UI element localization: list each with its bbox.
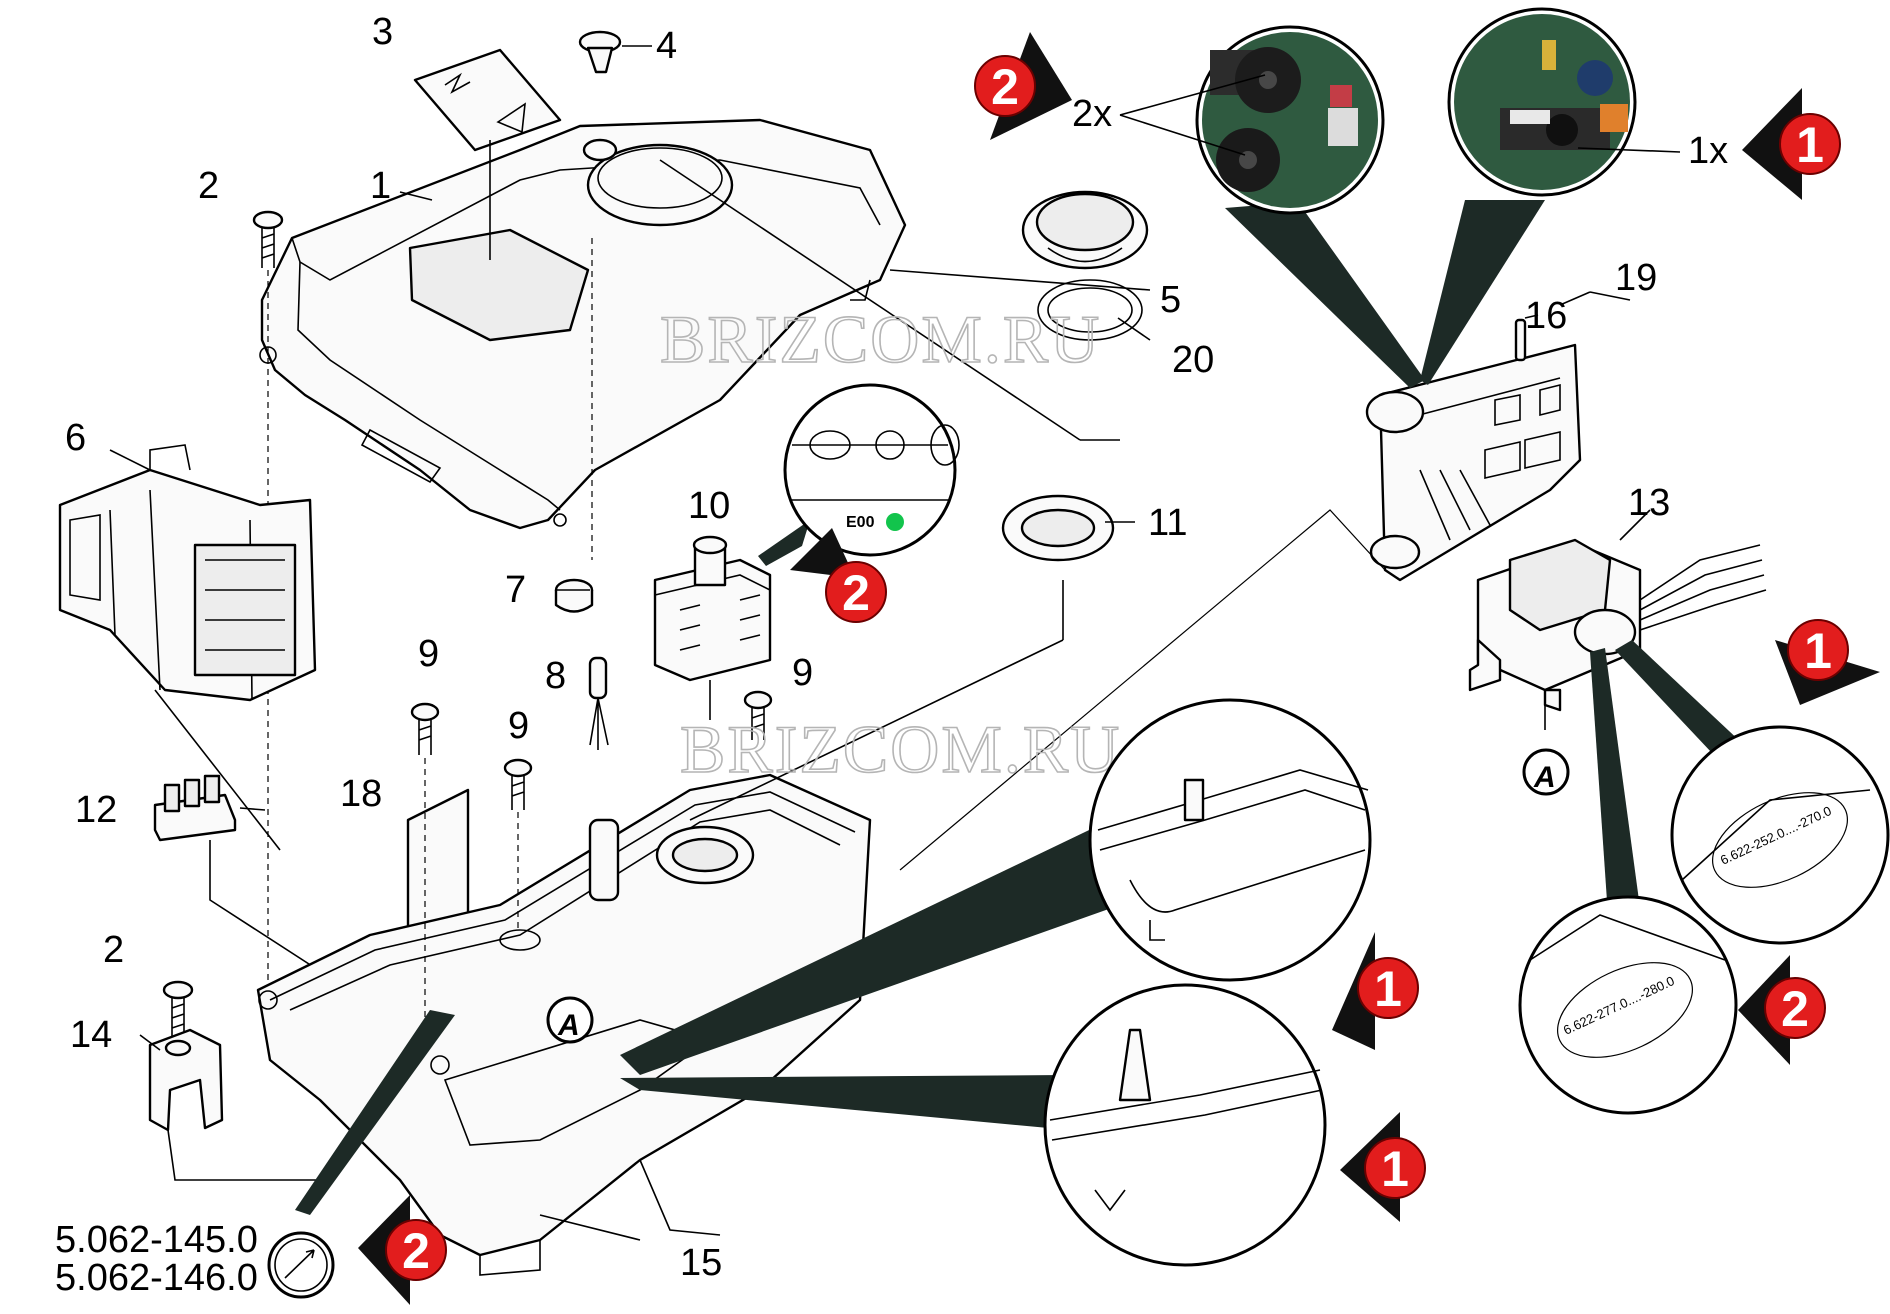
screw-part-9-c — [743, 690, 773, 740]
svg-text:2: 2 — [402, 1223, 430, 1279]
reference-a-housing: A — [546, 996, 594, 1044]
contactor-part-6 — [58, 444, 317, 702]
callout-6: 6 — [65, 417, 86, 459]
pcb-part-19 — [899, 343, 1582, 871]
callout-19: 19 — [1615, 257, 1657, 299]
callout-10: 10 — [688, 485, 730, 527]
sensor-part-8 — [588, 656, 609, 750]
callout-14: 14 — [70, 1014, 112, 1056]
svg-text:2: 2 — [991, 59, 1019, 115]
leader-lines — [109, 159, 1651, 1241]
clamp-part-14 — [148, 1028, 330, 1181]
terminal-block-part-12 — [153, 774, 381, 1011]
callout-2-top: 2 — [198, 165, 219, 207]
callout-9-c: 9 — [792, 652, 813, 694]
callout-2-bottom: 2 — [103, 929, 124, 971]
detail-transformer-code-a: 6.622-252.0....-270.0 — [1615, 640, 1890, 945]
warning-label-part-3 — [413, 48, 562, 260]
quantity-2x: 2x — [1072, 93, 1112, 135]
svg-text:1: 1 — [1804, 623, 1832, 679]
callout-9-b: 9 — [508, 705, 529, 747]
part-number-2: 5.062-146.0 — [55, 1257, 258, 1299]
callout-18: 18 — [340, 773, 382, 815]
revision-badge-part-number: 2 — [358, 1195, 447, 1305]
grommet-part-11 — [1001, 494, 1115, 562]
reference-a-text-housing: A — [557, 1009, 580, 1042]
svg-text:1: 1 — [1374, 961, 1402, 1017]
revision-badge-housing-upper: 1 — [1332, 932, 1419, 1050]
screw-part-9-a — [410, 702, 440, 1050]
callout-16: 16 — [1525, 295, 1567, 337]
quantity-1x: 1x — [1688, 130, 1728, 172]
plug-part-7 — [554, 578, 594, 613]
cap-part-5 — [1021, 190, 1149, 270]
revision-badge-housing-lower: 1 — [1340, 1112, 1426, 1222]
revision-badge-transformer-upper: 1 — [1775, 619, 1880, 705]
svg-text:1: 1 — [1796, 117, 1824, 173]
detail-switch-marking: E00 — [758, 383, 960, 566]
part-number-1: 5.062-145.0 — [55, 1219, 258, 1261]
plug-part-4 — [578, 30, 652, 74]
watermark-2: BRIZCOM.RU — [680, 711, 1121, 787]
switch-marking-text: E00 — [846, 514, 875, 531]
callout-12: 12 — [75, 789, 117, 831]
svg-text:2: 2 — [842, 565, 870, 621]
revision-badge-top-left: 2 — [974, 32, 1072, 140]
detail-housing-upper — [620, 698, 1372, 1075]
callout-1: 1 — [370, 165, 391, 207]
quantity-pointers — [1119, 74, 1681, 156]
detail-pcb-cores — [1195, 25, 1425, 388]
callout-7: 7 — [505, 569, 526, 611]
seal-ring-part-20 — [1037, 279, 1143, 341]
cover-part-1 — [259, 118, 907, 560]
screw-part-9-b — [503, 758, 533, 930]
revision-badge-switch: 2 — [790, 528, 887, 623]
screw-part-2-bottom — [162, 980, 194, 1036]
svg-text:2: 2 — [1781, 981, 1809, 1037]
svg-text:1: 1 — [1381, 1141, 1409, 1197]
detail-housing-lower — [620, 983, 1327, 1267]
transformer-part-13 — [1468, 538, 1767, 730]
switch-part-10 — [653, 535, 772, 720]
reference-a-text-transformer: A — [1533, 761, 1556, 794]
fuse-part-16 — [1514, 318, 1527, 362]
callout-15: 15 — [680, 1242, 722, 1284]
callout-9-a: 9 — [418, 633, 439, 675]
revision-badge-top-right: 1 — [1742, 88, 1841, 200]
detail-transformer-code-b: 6.622-277.0....-280.0 — [1518, 648, 1738, 1115]
callout-11: 11 — [1148, 502, 1187, 544]
watermark-1: BRIZCOM.RU — [660, 301, 1101, 377]
callout-3: 3 — [372, 11, 393, 53]
callout-8: 8 — [545, 655, 566, 697]
callout-20: 20 — [1172, 339, 1214, 381]
revision-badge-transformer-lower: 2 — [1738, 955, 1826, 1065]
reference-a-transformer: A — [1522, 748, 1570, 796]
callout-5: 5 — [1160, 279, 1181, 321]
callout-4: 4 — [656, 25, 677, 67]
detail-part-number-pointer — [267, 1010, 455, 1299]
callout-13: 13 — [1628, 482, 1670, 524]
